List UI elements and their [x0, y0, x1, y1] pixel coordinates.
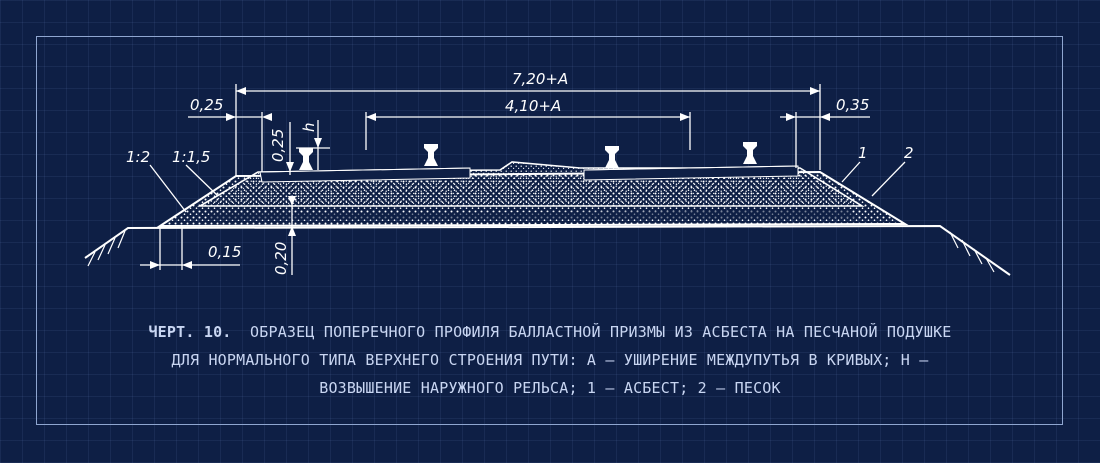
- ground-hatching: [87, 230, 995, 273]
- arrowheads: [150, 87, 830, 269]
- rails: [299, 142, 757, 170]
- ballast-profile-drawing: 7,20+A 4,10+A 0,25 0,35 0,25 h 0,15 0,20…: [84, 70, 1011, 276]
- inner-width-label: 4,10+A: [505, 97, 561, 115]
- inner-slope-label: 1:1,5: [172, 148, 210, 166]
- asbestos-callout: 1: [858, 144, 868, 162]
- cushion-dark-band: [205, 210, 858, 220]
- blueprint-frame: [36, 36, 1063, 425]
- sand-callout: 2: [904, 144, 914, 162]
- figure-caption: ЧЕРТ. 10. ОБРАЗЕЦ ПОПЕРЕЧНОГО ПРОФИЛЯ БА…: [60, 318, 1040, 402]
- rail-elevation-label: h: [300, 122, 318, 132]
- caption-line-3: ВОЗВЫШЕНИЕ НАРУЖНОГО РЕЛЬСА; 1 — АСБЕСТ;…: [319, 379, 781, 397]
- caption-line-1: ЧЕРТ. 10. ОБРАЗЕЦ ПОПЕРЕЧНОГО ПРОФИЛЯ БА…: [60, 318, 1040, 346]
- total-width-label: 7,20+A: [512, 70, 568, 88]
- outer-slope-label: 1:2: [126, 148, 150, 166]
- right-offset-label: 0,35: [836, 96, 869, 114]
- caption-line-2: ДЛЯ НОРМАЛЬНОГО ТИПА ВЕРХНЕГО СТРОЕНИЯ П…: [171, 351, 929, 369]
- vertical-ballast-label: 0,25: [269, 129, 287, 162]
- dimension-lines: [140, 84, 906, 275]
- bottom-offset-label: 0,15: [208, 243, 241, 261]
- left-offset-label: 0,25: [190, 96, 223, 114]
- figure-label: ЧЕРТ. 10.: [148, 323, 232, 341]
- caption-text-1: ОБРАЗЕЦ ПОПЕРЕЧНОГО ПРОФИЛЯ БАЛЛАСТНОЙ П…: [250, 323, 952, 341]
- sleepers: [259, 165, 799, 183]
- cushion-depth-label: 0,20: [272, 242, 290, 275]
